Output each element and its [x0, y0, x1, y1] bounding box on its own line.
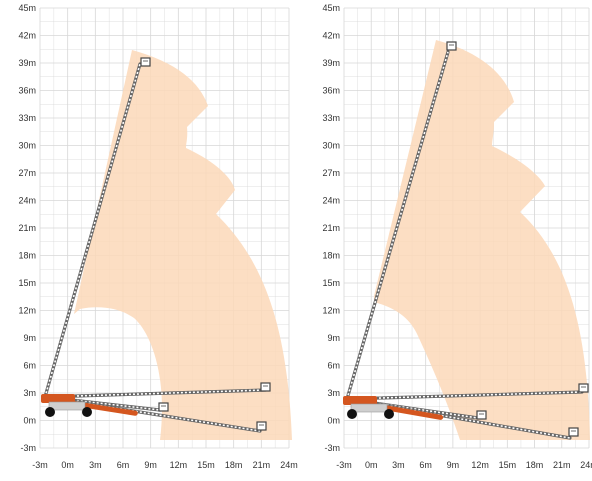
y-tick-label: 42m: [322, 31, 340, 41]
x-tick-label: 21m: [553, 460, 571, 470]
y-tick-label: 9m: [327, 333, 340, 343]
wheel-front: [347, 409, 357, 419]
y-tick-label: 36m: [18, 86, 36, 96]
diagram-panel-2: 45m 42m 39m 36m 33m 30m 27m 24m 21m 18m 15m 12m 9m 6m…: [322, 3, 592, 470]
y-tick-label: 9m: [23, 333, 36, 343]
basket: [260, 382, 271, 392]
basket-cage: [446, 41, 457, 51]
y-tick-label: 24m: [18, 196, 36, 206]
y-tick-label: -3m: [21, 443, 37, 453]
boom-truss: [44, 389, 267, 398]
y-tick-label: 12m: [18, 306, 36, 316]
basket-cage: [260, 382, 271, 392]
x-tick-label: 6m: [419, 460, 432, 470]
basket-cage: [256, 421, 267, 431]
x-tick-label: 3m: [89, 460, 102, 470]
turntable: [41, 394, 75, 403]
x-tick-label: 9m: [447, 460, 460, 470]
diagram-panel-1: 45m 42m 39m 36m 33m 30m 27m 24m 21m 18m 15m 12m 9m 6m…: [18, 3, 297, 470]
y-tick-label: 15m: [18, 278, 36, 288]
y-tick-label: 6m: [327, 361, 340, 371]
x-tick-label: 15m: [197, 460, 215, 470]
boom-truss: [346, 391, 583, 400]
x-tick-label: 24m: [580, 460, 592, 470]
y-tick-label: 27m: [18, 168, 36, 178]
y-tick-label: 21m: [322, 223, 340, 233]
basket-cage: [578, 383, 589, 393]
wheel-rear: [384, 409, 394, 419]
y-tick-label: 0m: [327, 416, 340, 426]
y-tick-label: 36m: [322, 86, 340, 96]
x-tick-label: 18m: [225, 460, 243, 470]
basket: [256, 421, 267, 431]
basket: [158, 402, 169, 412]
y-tick-label: 45m: [322, 3, 340, 13]
y-tick-label: 30m: [18, 141, 36, 151]
y-tick-label: 33m: [322, 113, 340, 123]
y-tick-label: 45m: [18, 3, 36, 13]
y-tick-label: -3m: [325, 443, 341, 453]
boom-truss: [44, 396, 161, 411]
y-tick-label: 33m: [18, 113, 36, 123]
y-tick-label: 18m: [322, 251, 340, 261]
basket: [568, 427, 579, 437]
basket: [140, 57, 151, 67]
x-tick-label: 15m: [499, 460, 517, 470]
boom-raised: [345, 50, 450, 401]
boom-truss: [44, 63, 141, 398]
wheel-front: [45, 407, 55, 417]
x-tick-label: 24m: [280, 460, 298, 470]
x-tick-label: 9m: [144, 460, 157, 470]
x-tick-label: -3m: [336, 460, 352, 470]
y-tick-label: 3m: [23, 388, 36, 398]
y-tick-label: 3m: [327, 388, 340, 398]
y-tick-label: 18m: [18, 251, 36, 261]
boom-raised: [43, 62, 142, 399]
wheel-rear: [82, 407, 92, 417]
boom-horizontal: [43, 388, 268, 399]
basket: [578, 383, 589, 393]
y-tick-label: 21m: [18, 223, 36, 233]
turntable: [343, 396, 377, 405]
y-tick-label: 42m: [18, 31, 36, 41]
basket-cage: [568, 427, 579, 437]
x-tick-label: 3m: [392, 460, 405, 470]
chassis: [48, 401, 86, 411]
machine-base: [343, 396, 394, 419]
x-tick-label: 18m: [526, 460, 544, 470]
x-tick-label: 12m: [170, 460, 188, 470]
y-tick-label: 39m: [322, 58, 340, 68]
basket-cage: [476, 410, 487, 420]
working-envelope: [374, 40, 590, 440]
y-tick-label: 15m: [322, 278, 340, 288]
boom-truss: [346, 51, 449, 400]
x-tick-label: 0m: [365, 460, 378, 470]
basket: [476, 410, 487, 420]
y-tick-label: 12m: [322, 306, 340, 316]
x-tick-label: 0m: [61, 460, 74, 470]
basket-cage: [140, 57, 151, 67]
machine-base: [41, 394, 92, 417]
x-tick-label: -3m: [32, 460, 48, 470]
y-tick-label: 27m: [322, 168, 340, 178]
y-tick-label: 30m: [322, 141, 340, 151]
basket: [446, 41, 457, 51]
x-tick-label: 21m: [253, 460, 271, 470]
y-tick-label: 0m: [23, 416, 36, 426]
y-tick-label: 39m: [18, 58, 36, 68]
x-tick-label: 6m: [117, 460, 130, 470]
chassis: [350, 403, 388, 413]
boom-horizontal: [345, 390, 584, 401]
x-tick-label: 12m: [471, 460, 489, 470]
y-tick-label: 24m: [322, 196, 340, 206]
working-envelope: [74, 50, 292, 440]
y-tick-label: 6m: [23, 361, 36, 371]
basket-cage: [158, 402, 169, 412]
